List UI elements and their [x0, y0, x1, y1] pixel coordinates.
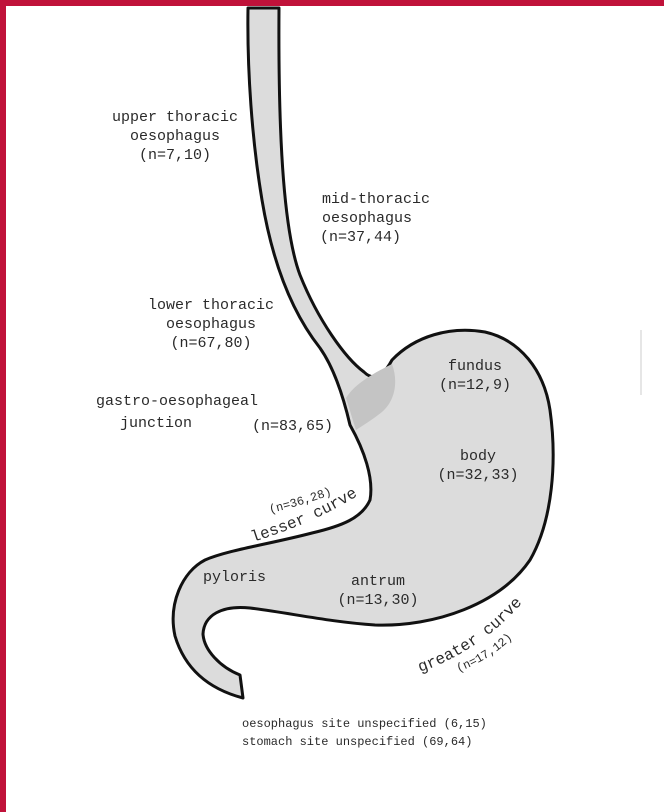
fundus-label: fundus (n=12,9)	[420, 357, 530, 395]
pyloris-name: pyloris	[203, 568, 266, 587]
lower-thoracic-name-1: lower thoracic	[126, 296, 296, 315]
mid-thoracic-name-1: mid-thoracic	[322, 190, 430, 209]
lower-thoracic-name-2: oesophagus	[126, 315, 296, 334]
ge-junction-count: (n=83,65)	[252, 417, 333, 436]
lower-thoracic-label: lower thoracic oesophagus (n=67,80)	[126, 296, 296, 353]
antrum-label: antrum (n=13,30)	[318, 572, 438, 610]
upper-thoracic-label: upper thoracic oesophagus (n=7,10)	[90, 108, 260, 165]
ge-junction-name-2: junction	[120, 414, 192, 433]
mid-thoracic-name-2: oesophagus	[322, 209, 430, 228]
body-label: body (n=32,33)	[418, 447, 538, 485]
antrum-count: (n=13,30)	[318, 591, 438, 610]
body-count: (n=32,33)	[418, 466, 538, 485]
lower-thoracic-count: (n=67,80)	[126, 334, 296, 353]
fundus-name: fundus	[420, 357, 530, 376]
upper-thoracic-name-2: oesophagus	[90, 127, 260, 146]
footnote-stomach: stomach site unspecified (69,64)	[242, 734, 472, 751]
mid-thoracic-label: mid-thoracic oesophagus (n=37,44)	[320, 190, 430, 247]
mid-thoracic-count: (n=37,44)	[320, 228, 430, 247]
fundus-count: (n=12,9)	[420, 376, 530, 395]
antrum-name: antrum	[318, 572, 438, 591]
body-name: body	[418, 447, 538, 466]
footnote-oesophagus: oesophagus site unspecified (6,15)	[242, 716, 487, 733]
upper-thoracic-name-1: upper thoracic	[90, 108, 260, 127]
ge-junction-name-1: gastro-oesophageal	[96, 392, 258, 411]
upper-thoracic-count: (n=7,10)	[90, 146, 260, 165]
